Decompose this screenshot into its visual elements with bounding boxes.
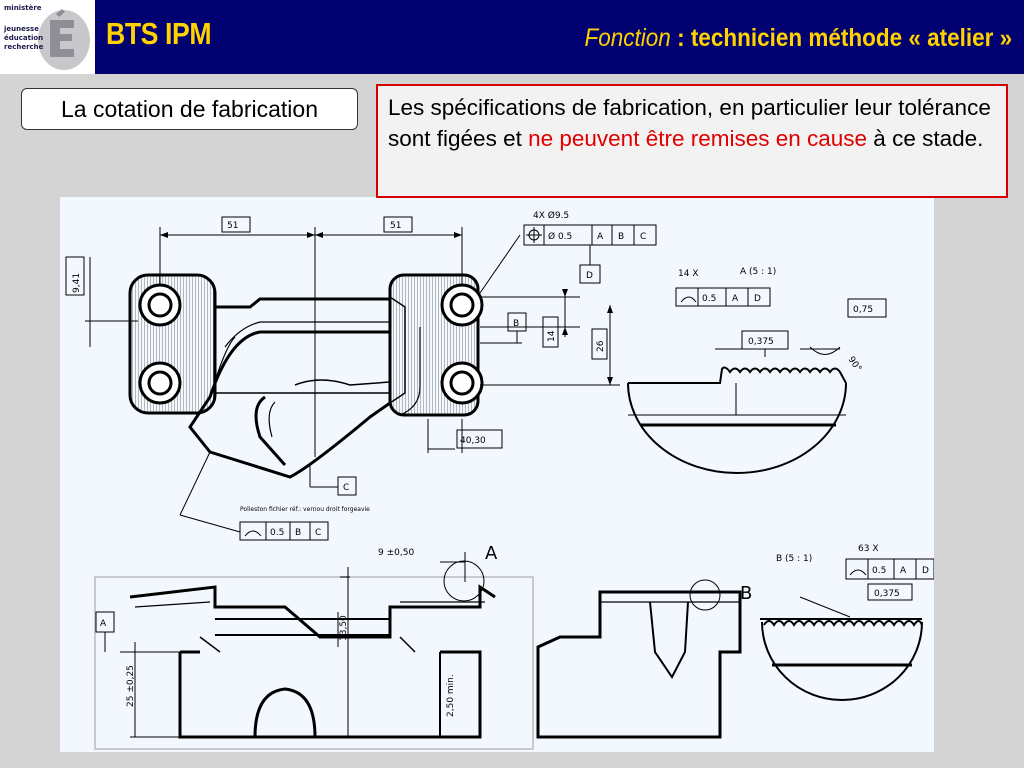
profile-b-ref-d: D (922, 566, 929, 576)
drawing-note: Polieston fichier réf.: vernou droit for… (240, 506, 370, 513)
front-view-labels: 9 ±0,50 A A 13,50 25 ±0,25 2,50 min. (100, 543, 498, 717)
spec-text-end: à ce stade. (867, 126, 984, 151)
datum-b-ref: B (618, 232, 624, 242)
dim-0-375-a: 0,375 (748, 337, 774, 347)
technical-drawing: 51 51 9,41 14 26 40,30 4X Ø9.5 Ø 0.5 A B… (60, 197, 935, 752)
side-view-labels: B (740, 583, 752, 604)
detail-a-labels: 14 X A (5 : 1) 0.5 A D 0,75 0,375 90° (678, 267, 873, 374)
logo-line-education: éducation (4, 34, 44, 42)
pos-tolerance: Ø 0.5 (548, 231, 572, 242)
dim-25-025: 25 ±0,25 (126, 665, 136, 707)
dim-2-50-min: 2,50 min. (446, 674, 456, 717)
dim-9-41: 9,41 (72, 273, 82, 293)
function-title: Fonction : technicien méthode « atelier … (584, 24, 1012, 53)
angle-90: 90° (846, 355, 863, 374)
dim-51-b: 51 (390, 221, 401, 231)
profile-a-ref-d: D (754, 294, 761, 304)
logo-line-jeunesse: jeunesse (4, 25, 39, 33)
logo-line-recherche: recherche (4, 43, 44, 51)
logo-line-ministere: ministère (4, 4, 42, 12)
detail-a-title: A (5 : 1) (740, 267, 776, 277)
ministry-logo: ministère jeunesse éducation recherche (0, 0, 95, 74)
datum-a-label: A (100, 619, 107, 629)
profile-ref-b: B (295, 528, 301, 538)
side-view (536, 579, 742, 739)
profile-a-ref-a: A (732, 294, 739, 304)
function-text: : technicien méthode « atelier » (670, 24, 1012, 52)
profile-b-value: 0.5 (872, 566, 886, 576)
dim-0-375-b: 0,375 (874, 589, 900, 599)
header-bar: ministère jeunesse éducation recherche B… (0, 0, 1024, 74)
dim-0-75: 0,75 (853, 305, 873, 315)
dim-9-050: 9 ±0,50 (378, 548, 414, 558)
datum-b-label: B (513, 319, 519, 329)
detail-mark-a: A (485, 543, 498, 564)
datum-d-label: D (586, 271, 593, 281)
profile-a-value: 0.5 (702, 294, 716, 304)
front-view (94, 552, 534, 750)
sixty-three-x: 63 X (858, 544, 878, 554)
fourteen-x: 14 X (678, 269, 698, 279)
datum-c-ref: C (640, 232, 646, 242)
detail-b-title: B (5 : 1) (776, 554, 812, 564)
detail-a (627, 287, 887, 474)
marianne-logo-icon (0, 0, 95, 74)
detail-mark-b: B (740, 583, 752, 604)
datum-a-ref: A (597, 232, 604, 242)
dim-51-a: 51 (227, 221, 238, 231)
page-title: BTS IPM (106, 16, 212, 51)
detail-b-labels: B (5 : 1) 63 X 0.5 A D 0,375 (776, 544, 929, 599)
dim-40-30: 40,30 (460, 436, 486, 446)
profile-b-ref-a: A (900, 566, 907, 576)
function-label: Fonction (584, 24, 671, 52)
profile-tol-value: 0.5 (270, 528, 284, 538)
drawing-svg: 51 51 9,41 14 26 40,30 4X Ø9.5 Ø 0.5 A B… (65, 210, 935, 750)
profile-ref-c: C (315, 528, 321, 538)
dim-14: 14 (547, 330, 557, 342)
datum-c-label: C (343, 483, 349, 493)
topic-label: La cotation de fabrication (21, 88, 358, 130)
top-view-labels: 51 51 9,41 14 26 40,30 4X Ø9.5 Ø 0.5 A B… (72, 210, 646, 538)
dim-13-50: 13,50 (339, 615, 349, 641)
hole-callout: 4X Ø9.5 (533, 210, 569, 221)
top-view (65, 216, 657, 541)
spec-callout: Les spécifications de fabrication, en pa… (376, 84, 1008, 198)
detail-b (760, 558, 935, 701)
spec-text-start: Les spécifications de fabrication, en pa… (388, 95, 991, 151)
dim-26: 26 (596, 340, 606, 352)
spec-text-highlight: ne peuvent être remises en cause (528, 126, 868, 151)
